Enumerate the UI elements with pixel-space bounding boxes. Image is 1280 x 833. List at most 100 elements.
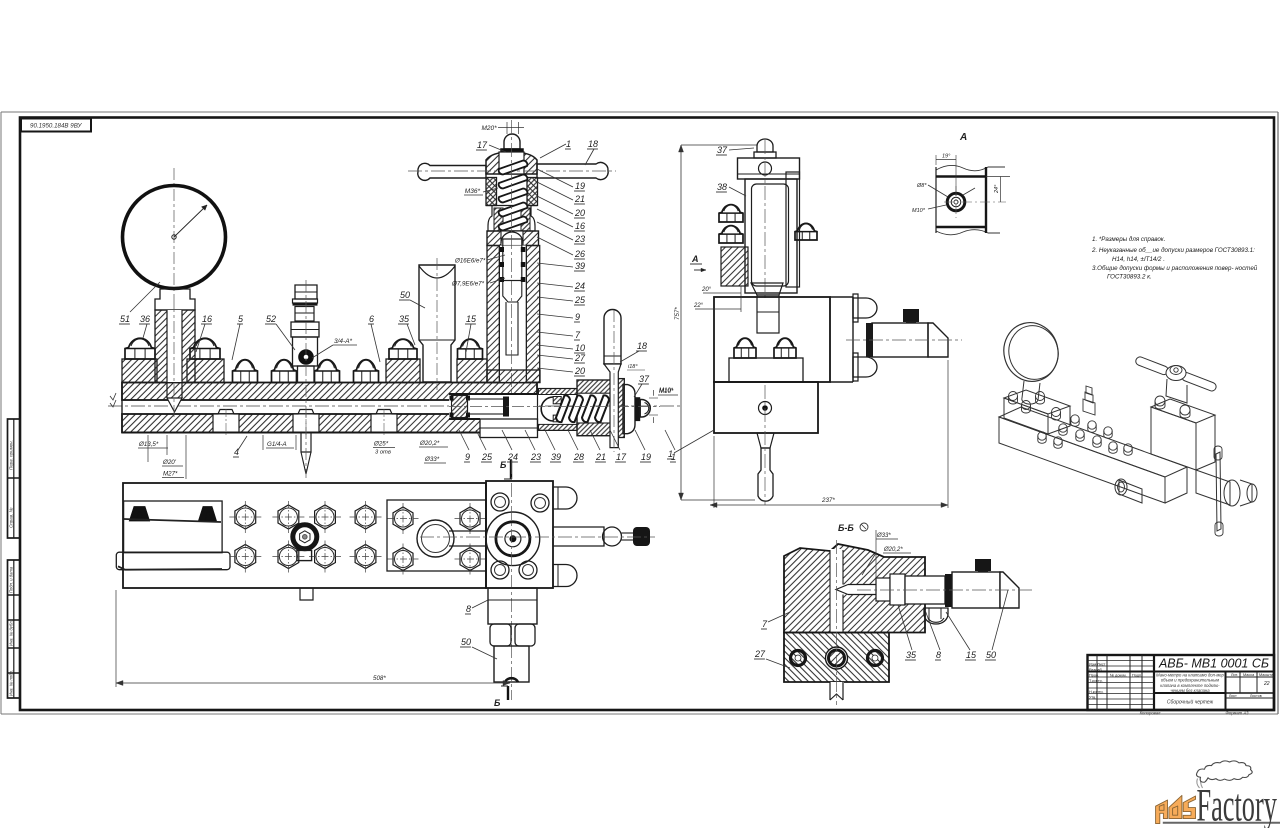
svg-text:19°: 19° (942, 154, 951, 160)
svg-text:Подп. и дата: Подп. и дата (9, 566, 14, 593)
svg-text:М10*: М10* (912, 208, 926, 214)
svg-text:8: 8 (936, 650, 941, 660)
svg-text:7: 7 (575, 330, 581, 340)
svg-text:1: 1 (668, 449, 673, 459)
svg-text:50: 50 (400, 290, 410, 300)
svg-text:3.Общие допуски формы и распол: 3.Общие допуски формы и расположения пов… (1092, 265, 1258, 272)
svg-text:508*: 508* (373, 675, 386, 682)
svg-text:35: 35 (399, 314, 410, 324)
svg-text:1: 1 (566, 139, 571, 149)
svg-text:25: 25 (481, 452, 493, 462)
svg-text:2. Неуказанные об__ие допуски: 2. Неуказанные об__ие допуски размеров Г… (1091, 247, 1255, 254)
svg-text:27: 27 (754, 649, 766, 659)
svg-text:25: 25 (574, 295, 586, 305)
svg-text:39: 39 (575, 261, 585, 271)
svg-text:20: 20 (574, 366, 585, 376)
svg-text:М10*: М10* (659, 388, 674, 394)
svg-text:Мано-метро на клапсамо доп-мер: Мано-метро на клапсамо доп-мер (1156, 673, 1224, 678)
svg-text:23: 23 (574, 234, 585, 244)
svg-text:26: 26 (574, 249, 585, 259)
svg-text:Ø20': Ø20' (162, 459, 177, 466)
svg-text:90.1950.184В 9ВУ: 90.1950.184В 9ВУ (30, 123, 82, 130)
svg-text:8: 8 (466, 604, 471, 614)
svg-text:Подп.: Подп. (1132, 674, 1142, 678)
svg-text:20°: 20° (701, 287, 712, 293)
svg-text:Инв. № подл.: Инв. № подл. (9, 670, 14, 696)
svg-text:3/4-А*: 3/4-А* (334, 338, 353, 345)
svg-text:38: 38 (717, 182, 727, 192)
svg-text:М20*: М20* (482, 125, 498, 132)
svg-text:19: 19 (641, 452, 651, 462)
svg-text:Ø20,2*: Ø20,2* (419, 440, 440, 447)
svg-text:52: 52 (266, 314, 276, 324)
svg-text:10: 10 (575, 343, 585, 353)
svg-text:18: 18 (637, 341, 647, 351)
svg-text:АВБ- МВ1 0001 СБ: АВБ- МВ1 0001 СБ (1158, 657, 1269, 671)
svg-text:М27*: М27* (163, 471, 178, 478)
svg-text:4: 4 (234, 447, 239, 457)
svg-text:22°: 22° (693, 303, 704, 309)
svg-text:21: 21 (595, 452, 606, 462)
svg-text:Б: Б (494, 698, 501, 708)
svg-text:Ø16Е6/е7*: Ø16Е6/е7* (454, 258, 486, 265)
svg-text:37: 37 (639, 374, 650, 384)
svg-text:50: 50 (461, 637, 471, 647)
svg-text:Формат А3: Формат А3 (1226, 711, 1250, 716)
svg-text:Масштаб: Масштаб (1259, 673, 1276, 677)
svg-text:16: 16 (202, 314, 212, 324)
svg-text:17: 17 (616, 452, 627, 462)
svg-text:27: 27 (574, 353, 586, 363)
svg-text:757*: 757* (674, 307, 681, 320)
svg-text:Б: Б (500, 460, 507, 470)
svg-text:17: 17 (477, 140, 488, 150)
svg-text:24: 24 (507, 452, 518, 462)
svg-text:15: 15 (466, 314, 477, 324)
svg-text:Справ. №: Справ. № (9, 507, 14, 528)
svg-text:Т.контр.: Т.контр. (1089, 679, 1103, 683)
svg-text:Копировал: Копировал (1140, 711, 1161, 716)
svg-text:20: 20 (574, 208, 585, 218)
svg-text:клапана в комплекте подклю-: клапана в комплекте подклю- (1160, 683, 1220, 688)
svg-text:№ докум.: № докум. (1110, 674, 1127, 678)
svg-text:Ø8*: Ø8* (916, 183, 927, 189)
svg-text:А: А (691, 254, 699, 264)
svg-text:39: 39 (551, 452, 561, 462)
svg-text:Н14, h14, ±IT14/2 .: Н14, h14, ±IT14/2 . (1112, 256, 1165, 263)
svg-text:37: 37 (717, 145, 728, 155)
svg-text:Утв.: Утв. (1089, 696, 1096, 700)
svg-text:16: 16 (575, 221, 585, 231)
svg-text:Ø33*: Ø33* (876, 533, 891, 539)
svg-text:Пров.: Пров. (1089, 674, 1099, 678)
svg-text:24: 24 (574, 281, 585, 291)
svg-text:22: 22 (1263, 681, 1270, 687)
svg-text:1: 1 (671, 452, 676, 462)
svg-text:237*: 237* (821, 497, 835, 504)
svg-text:Ø25*: Ø25* (373, 441, 389, 448)
svg-text:Ø33*: Ø33* (424, 456, 440, 463)
svg-text:23: 23 (530, 452, 541, 462)
svg-text:Ø7,9Е6/е7*: Ø7,9Е6/е7* (451, 281, 485, 288)
svg-text:Разраб.: Разраб. (1089, 668, 1103, 672)
svg-text:35: 35 (906, 650, 917, 660)
svg-text:5: 5 (238, 314, 244, 324)
svg-text:36: 36 (140, 314, 150, 324)
svg-text:Б-Б: Б-Б (838, 523, 854, 533)
svg-text:G1/4-A: G1/4-A (267, 441, 287, 448)
svg-text:1. *Размеры для справок.: 1. *Размеры для справок. (1092, 236, 1165, 243)
svg-text:Инв. № дубл.: Инв. № дубл. (9, 620, 14, 646)
svg-text:51: 51 (120, 314, 130, 324)
svg-text:9: 9 (465, 452, 470, 462)
svg-text:19: 19 (575, 181, 585, 191)
svg-text:24°: 24° (994, 184, 1000, 194)
svg-text:Н.контр.: Н.контр. (1089, 690, 1104, 694)
svg-text:28: 28 (573, 452, 584, 462)
svg-text:15: 15 (966, 650, 977, 660)
svg-text:9: 9 (575, 312, 580, 322)
svg-text:ГОСТ30893.2 к.: ГОСТ30893.2 к. (1107, 274, 1152, 281)
svg-text:Ø20,2*: Ø20,2* (883, 547, 903, 553)
svg-text:і18°: і18° (628, 364, 638, 370)
svg-text:Перв. примен.: Перв. примен. (9, 440, 14, 470)
svg-text:21: 21 (574, 194, 585, 204)
svg-text:Изм Лист: Изм Лист (1089, 663, 1106, 667)
svg-text:Лист: Лист (1229, 694, 1237, 698)
